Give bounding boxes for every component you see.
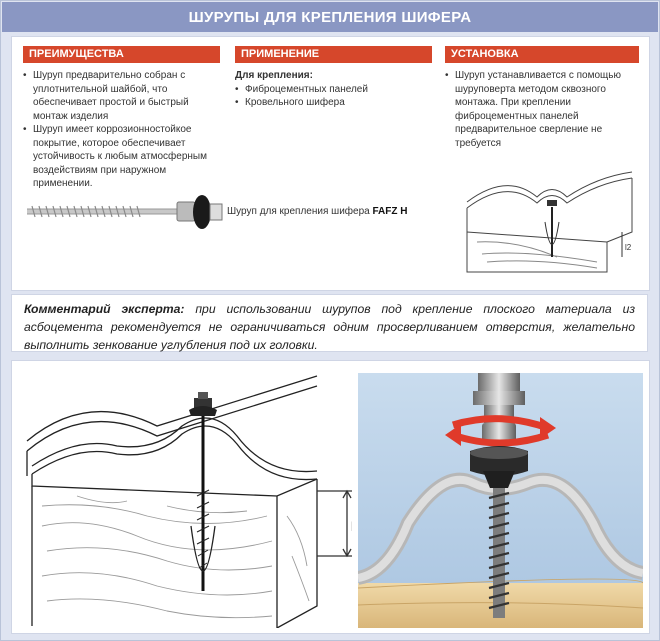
dimension-label: l2 [351,519,352,534]
application-item: Кровельного шифера [235,96,435,110]
installation-item: Шуруп устанавливается с помощью шурупове… [445,69,623,150]
technical-drawing: l2 [26,375,352,628]
application-item: Фиброцементных панелей [235,83,435,97]
small-screw-head [547,200,557,206]
application-subtitle: Для крепления: [235,70,313,81]
screw-head-washer [470,446,528,488]
screw-photo-illustration [358,373,643,628]
screw-caption: Шуруп для крепления шифера FAFZ H [227,206,407,217]
advantage-item: Шуруп предварительно собран с уплотнител… [23,69,223,123]
wood-grain [41,495,310,619]
screw-caption-text: Шуруп для крепления шифера [227,206,370,217]
screw-hex-head [176,201,196,222]
expert-comment: Комментарий эксперта: при использовании … [11,294,648,352]
info-panel: ПРЕИМУЩЕСТВА Шуруп предварительно собран… [11,36,650,291]
screw-thread [27,205,177,218]
page-title: ШУРУПЫ ДЛЯ КРЕПЛЕНИЯ ШИФЕРА [2,2,658,32]
screw-illustration [27,195,223,229]
rotation-arrow-icon [445,415,556,447]
expert-comment-label: Комментарий эксперта: [24,302,185,316]
small-install-drawing: l2 [466,171,633,273]
application-text: Для крепления: Фиброцементных панелей Кр… [235,69,435,110]
advantages-text: Шуруп предварительно собран с уплотнител… [23,69,223,191]
screw-cap [209,203,223,221]
small-dimension-label: l2 [625,243,632,252]
screw-model: FAFZ H [372,206,408,217]
advantage-item: Шуруп имеет коррозионностойкое покрытие,… [23,123,223,191]
expert-comment-text: при использовании шурупов под крепление … [24,302,636,352]
screw-washer [193,195,211,229]
advantages-heading: ПРЕИМУЩЕСТВА [23,46,220,63]
screw-drawing [189,392,217,591]
screw-shaft [488,488,510,618]
installation-heading: УСТАНОВКА [445,46,639,63]
illustration-panel: l2 [11,360,650,634]
application-heading: ПРИМЕНЕНИЕ [235,46,432,63]
installation-text: Шуруп устанавливается с помощью шурупове… [445,69,623,150]
